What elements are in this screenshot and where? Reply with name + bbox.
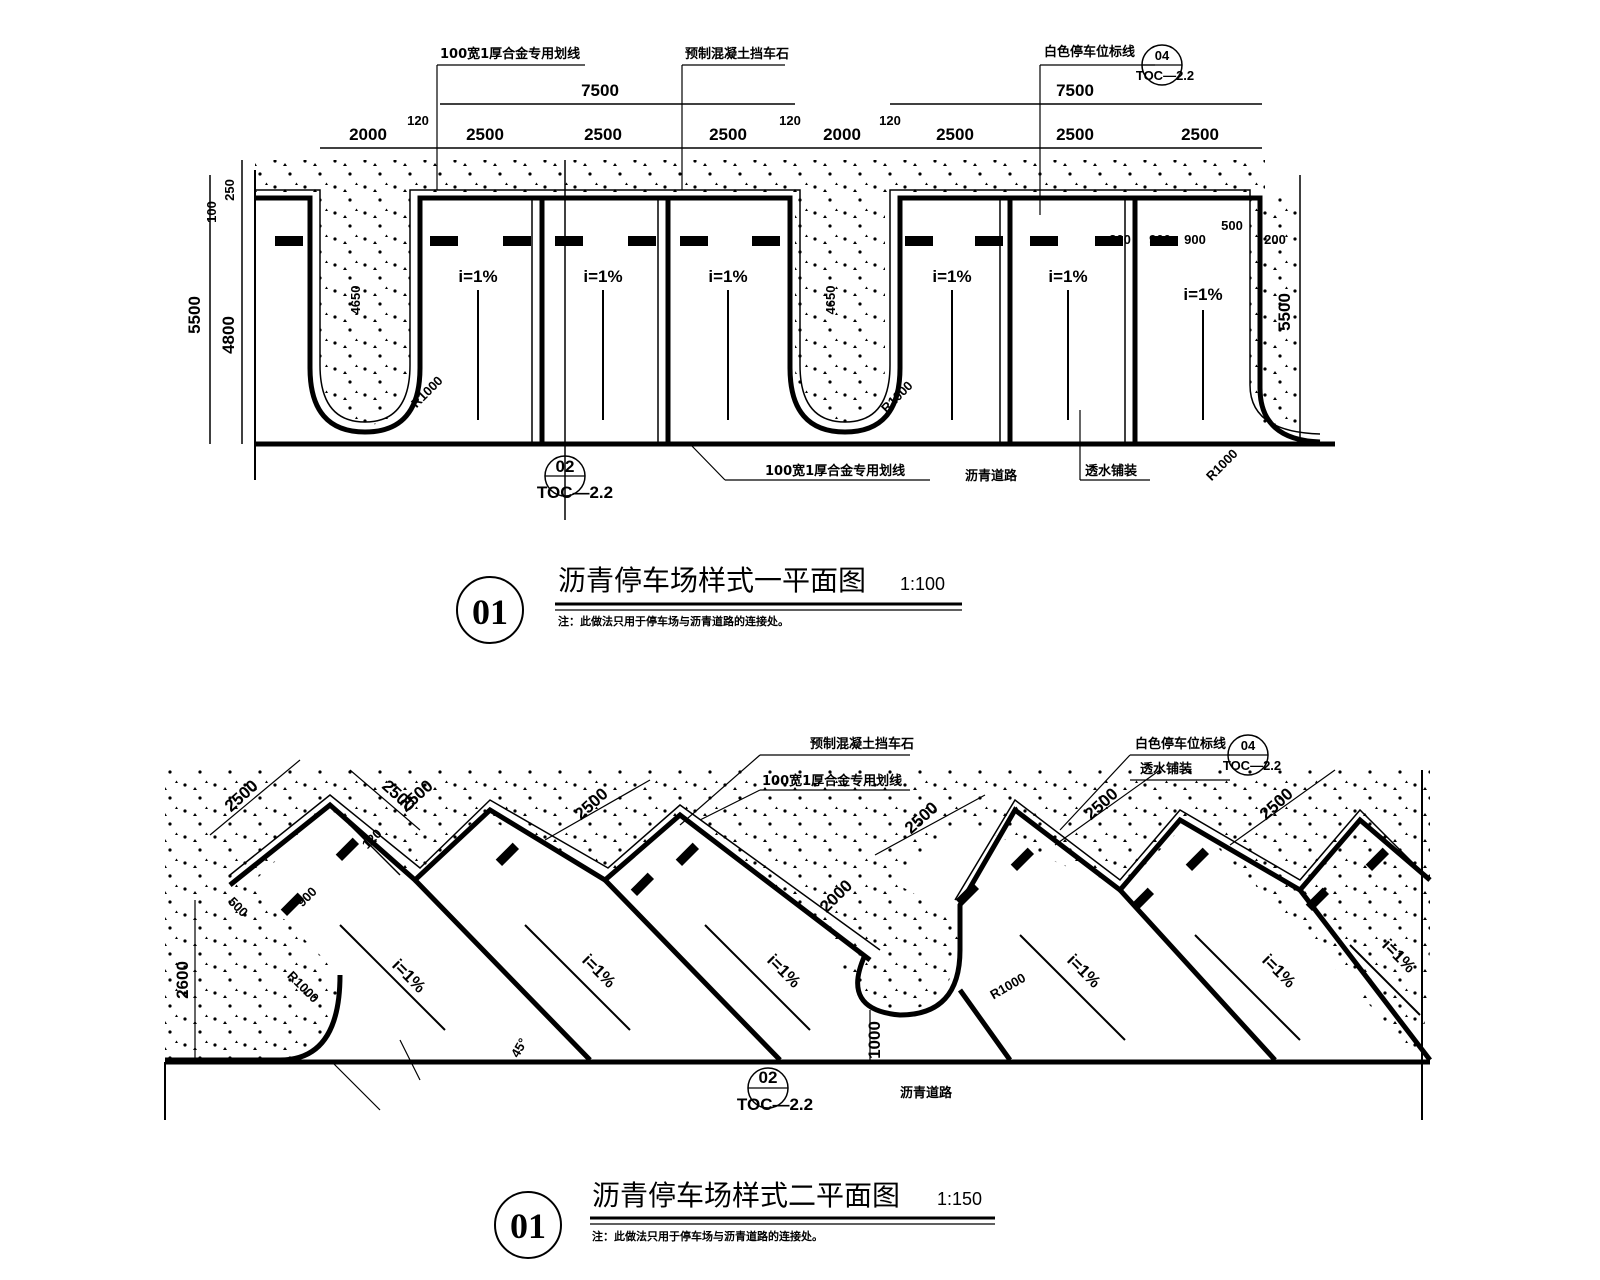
plan1-scale: 1:100	[900, 574, 945, 594]
plan2-scale: 1:150	[937, 1189, 982, 1209]
svg-text:100宽1厚合金专用划线: 100宽1厚合金专用划线	[440, 46, 580, 62]
svg-text:04: 04	[1155, 48, 1170, 63]
svg-text:100: 100	[204, 201, 219, 223]
svg-text:04: 04	[1241, 738, 1256, 753]
svg-text:2000: 2000	[349, 125, 387, 144]
svg-text:120: 120	[879, 113, 901, 128]
plan1-dimension-lines	[209, 103, 1301, 444]
svg-text:4800: 4800	[219, 316, 238, 354]
plan1-wheel-stops	[275, 236, 1178, 246]
plan1-title-block: 01 沥青停车场样式一平面图 1:100 注：此做法只用于停车场与沥青道路的连接…	[456, 564, 962, 644]
plan2-ref-top: 04 TOC—2.2	[1223, 734, 1281, 776]
plan2-number: 01	[510, 1206, 546, 1246]
plan-2: i=1% i=1% i=1% i=1% i=1% i=1% 2500 2500 …	[164, 734, 1432, 1259]
svg-text:2500: 2500	[709, 125, 747, 144]
plan2-callouts: 预制混凝土挡车石 100宽1厚合金专用划线 白色停车位标线 透水铺装 沥青道路	[679, 736, 1230, 1101]
svg-text:7500: 7500	[581, 81, 619, 100]
plan1-ref-bottom: 02 TOC—2.2	[537, 160, 613, 520]
svg-text:500: 500	[1221, 218, 1243, 233]
svg-text:i=1%: i=1%	[1183, 285, 1222, 304]
plan1-slope-arrows	[477, 290, 1204, 420]
svg-text:900: 900	[1149, 232, 1171, 247]
svg-text:TOC—2.2: TOC—2.2	[737, 1095, 813, 1114]
svg-text:i=1%: i=1%	[388, 956, 429, 997]
svg-text:100宽1厚合金专用划线: 100宽1厚合金专用划线	[765, 463, 905, 479]
svg-text:300: 300	[1109, 232, 1131, 247]
svg-text:02: 02	[759, 1068, 778, 1087]
svg-text:02: 02	[556, 457, 575, 476]
plan1-callouts: 100宽1厚合金专用划线 预制混凝土挡车石 白色停车位标线 100宽1厚合金专用…	[436, 44, 1155, 484]
plan2-wheel-stops	[280, 837, 1390, 917]
svg-text:沥青道路: 沥青道路	[900, 1085, 953, 1101]
svg-text:1000: 1000	[865, 1021, 884, 1059]
plan1-kerbs	[255, 189, 1321, 445]
svg-text:5500: 5500	[185, 296, 204, 334]
plan2-ref-bottom: 02 TOC—2.2	[737, 1067, 813, 1114]
plan1-planting-hatch	[255, 160, 1300, 430]
svg-text:5500: 5500	[1275, 293, 1294, 331]
svg-text:白色停车位标线: 白色停车位标线	[1135, 736, 1226, 752]
svg-text:100宽1厚合金专用划线: 100宽1厚合金专用划线	[762, 773, 902, 789]
svg-text:透水铺装: 透水铺装	[1085, 463, 1137, 479]
plan2-slope-arrows	[339, 924, 1421, 1041]
svg-text:2500: 2500	[936, 125, 974, 144]
svg-text:沥青道路: 沥青道路	[965, 468, 1018, 484]
plan-1: i=1% i=1% i=1% i=1% i=1% i=1% 7500 7500 …	[185, 44, 1335, 644]
plan2-stall-dividers	[329, 804, 1432, 1062]
svg-text:预制混凝土挡车石: 预制混凝土挡车石	[685, 46, 789, 62]
plan1-title: 沥青停车场样式一平面图	[558, 564, 866, 597]
svg-text:i=1%: i=1%	[458, 267, 497, 286]
svg-text:2500: 2500	[1056, 125, 1094, 144]
svg-text:4650: 4650	[348, 286, 363, 315]
svg-text:TOC—2.2: TOC—2.2	[1223, 758, 1281, 773]
plan2-title-block: 01 沥青停车场样式二平面图 1:150 注：此做法只用于停车场与沥青道路的连接…	[494, 1179, 995, 1259]
svg-text:45°: 45°	[508, 1035, 531, 1060]
svg-text:i=1%: i=1%	[708, 267, 747, 286]
plan1-number: 01	[472, 592, 508, 632]
svg-text:2500: 2500	[584, 125, 622, 144]
svg-text:i=1%: i=1%	[763, 951, 804, 992]
svg-text:R1000: R1000	[987, 970, 1028, 1002]
svg-text:250: 250	[222, 179, 237, 201]
svg-text:7500: 7500	[1056, 81, 1094, 100]
svg-text:120: 120	[779, 113, 801, 128]
svg-text:i=1%: i=1%	[583, 267, 622, 286]
plan1-ref-top: 04 TOC—2.2	[1136, 44, 1194, 86]
svg-text:4650: 4650	[823, 286, 838, 315]
svg-text:900: 900	[1184, 232, 1206, 247]
svg-text:白色停车位标线: 白色停车位标线	[1044, 44, 1135, 60]
svg-text:2500: 2500	[466, 125, 504, 144]
svg-text:2500: 2500	[1181, 125, 1219, 144]
svg-text:R1000: R1000	[408, 373, 446, 411]
svg-text:R1000: R1000	[1203, 446, 1241, 484]
svg-text:i=1%: i=1%	[932, 267, 971, 286]
plan2-dimension-lines	[194, 759, 1336, 1111]
svg-text:i=1%: i=1%	[1258, 951, 1299, 992]
plan2-note: 注：此做法只用于停车场与沥青道路的连接处。	[592, 1229, 823, 1243]
svg-text:TOC—2.2: TOC—2.2	[1136, 68, 1194, 83]
svg-text:预制混凝土挡车石: 预制混凝土挡车石	[810, 736, 914, 752]
plan1-slope-labels: i=1% i=1% i=1% i=1% i=1% i=1%	[458, 267, 1222, 304]
svg-text:透水铺装: 透水铺装	[1140, 761, 1192, 777]
svg-text:200: 200	[1264, 232, 1286, 247]
plan1-note: 注：此做法只用于停车场与沥青道路的连接处。	[558, 614, 789, 628]
svg-text:TOC—2.2: TOC—2.2	[537, 483, 613, 502]
svg-text:2000: 2000	[823, 125, 861, 144]
svg-text:120: 120	[407, 113, 429, 128]
plan2-title: 沥青停车场样式二平面图	[592, 1179, 900, 1212]
plan2-planting-hatch	[165, 770, 1430, 1060]
svg-text:900: 900	[294, 884, 320, 910]
svg-text:i=1%: i=1%	[1048, 267, 1087, 286]
svg-text:2600: 2600	[173, 961, 192, 999]
